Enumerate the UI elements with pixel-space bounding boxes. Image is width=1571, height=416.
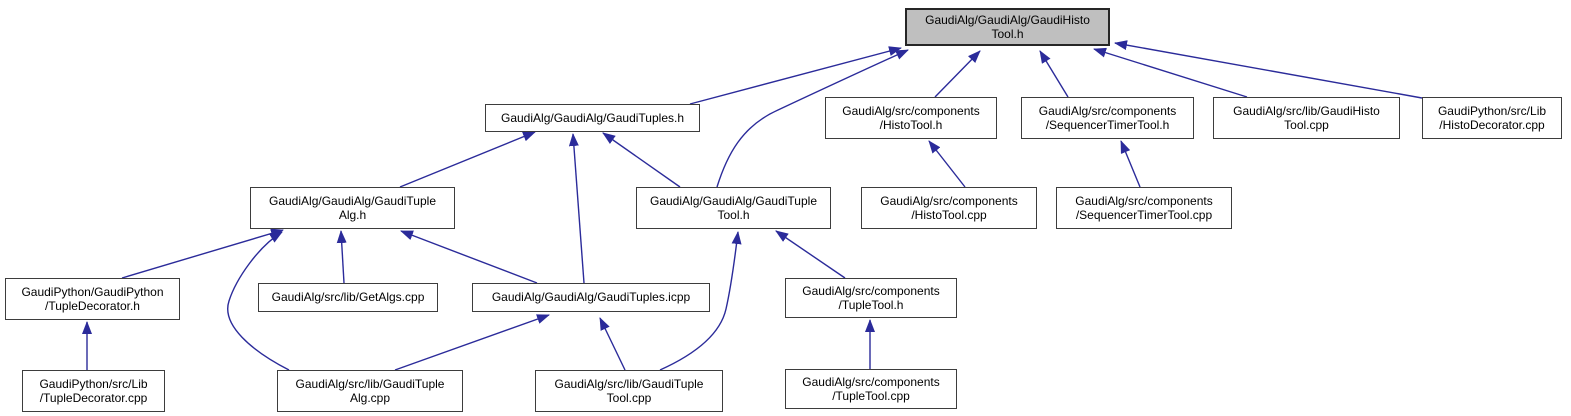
node-label: GaudiAlg/src/components /TupleTool.cpp <box>802 374 940 404</box>
node-label: GaudiAlg/src/lib/GaudiTuple Tool.cpp <box>554 376 704 406</box>
edge-gaudi-tuple-tool-cpp-to-gaudi-tuples-icpp <box>599 317 626 371</box>
node-tuple-decorator-h[interactable]: GaudiPython/GaudiPython /TupleDecorator.… <box>5 278 180 320</box>
node-label: GaudiAlg/src/components /HistoTool.cpp <box>880 193 1018 223</box>
node-label: GaudiAlg/GaudiAlg/GaudiTuple Tool.h <box>650 193 817 223</box>
node-sequencer-timer-tool-h[interactable]: GaudiAlg/src/components /SequencerTimerT… <box>1021 97 1194 139</box>
node-label: GaudiAlg/src/components /SequencerTimerT… <box>1075 193 1213 223</box>
edge-gaudi-tuple-tool-h-to-gaudi-histo-tool-h <box>716 49 909 188</box>
node-label: GaudiAlg/GaudiAlg/GaudiTuples.h <box>501 110 684 125</box>
node-gaudi-tuples-icpp[interactable]: GaudiAlg/GaudiAlg/GaudiTuples.icpp <box>472 283 710 312</box>
node-gaudi-tuple-tool-h[interactable]: GaudiAlg/GaudiAlg/GaudiTuple Tool.h <box>636 187 831 229</box>
edge-gaudi-histo-tool-cpp-to-gaudi-histo-tool-h <box>1093 47 1248 98</box>
node-label: GaudiAlg/GaudiAlg/GaudiHisto Tool.h <box>925 12 1090 42</box>
node-label: GaudiAlg/GaudiAlg/GaudiTuples.icpp <box>491 290 691 305</box>
node-histo-decorator-cpp[interactable]: GaudiPython/src/Lib /HistoDecorator.cpp <box>1422 97 1562 139</box>
edge-get-algs-cpp-to-gaudi-tuple-alg-h <box>336 230 347 284</box>
edge-gaudi-tuple-alg-cpp-to-gaudi-tuple-alg-h <box>227 231 290 371</box>
edge-histo-decorator-cpp-to-gaudi-histo-tool-h <box>1114 40 1423 99</box>
node-tuple-tool-h[interactable]: GaudiAlg/src/components /TupleTool.h <box>785 278 957 318</box>
node-tuple-tool-cpp[interactable]: GaudiAlg/src/components /TupleTool.cpp <box>785 369 957 409</box>
edge-gaudi-tuples-icpp-to-gaudi-tuples-h <box>568 133 585 284</box>
node-label: GaudiAlg/src/components /TupleTool.h <box>802 283 940 313</box>
edge-sequencer-timer-tool-cpp-to-sequencer-timer-tool-h <box>1120 140 1141 188</box>
edge-gaudi-tuples-h-to-gaudi-histo-tool-h <box>689 46 902 105</box>
node-tuple-decorator-cpp[interactable]: GaudiPython/src/Lib /TupleDecorator.cpp <box>22 370 165 412</box>
edge-histo-tool-cpp-to-histo-tool-h <box>928 140 966 188</box>
edge-histo-tool-h-to-gaudi-histo-tool-h <box>934 50 981 98</box>
node-label: GaudiAlg/src/lib/GaudiTuple Alg.cpp <box>295 376 445 406</box>
node-gaudi-histo-tool-cpp[interactable]: GaudiAlg/src/lib/GaudiHisto Tool.cpp <box>1213 97 1400 139</box>
node-label: GaudiAlg/src/components /HistoTool.h <box>842 103 980 133</box>
edge-gaudi-tuple-tool-cpp-to-gaudi-tuple-tool-h <box>659 231 742 371</box>
node-label: GaudiPython/src/Lib /TupleDecorator.cpp <box>39 376 148 406</box>
node-label: GaudiPython/src/Lib /HistoDecorator.cpp <box>1437 103 1547 133</box>
node-gaudi-tuples-h[interactable]: GaudiAlg/GaudiAlg/GaudiTuples.h <box>485 104 700 132</box>
edge-gaudi-tuple-alg-cpp-to-gaudi-tuples-icpp <box>394 314 550 371</box>
edge-gaudi-tuple-tool-h-to-gaudi-tuples-h <box>602 132 681 188</box>
node-histo-tool-h[interactable]: GaudiAlg/src/components /HistoTool.h <box>825 97 997 139</box>
node-gaudi-histo-tool-h[interactable]: GaudiAlg/GaudiAlg/GaudiHisto Tool.h <box>905 8 1110 46</box>
node-label: GaudiAlg/src/components /SequencerTimerT… <box>1038 103 1177 133</box>
node-label: GaudiAlg/src/lib/GetAlgs.cpp <box>271 290 425 305</box>
node-histo-tool-cpp[interactable]: GaudiAlg/src/components /HistoTool.cpp <box>861 187 1037 229</box>
node-gaudi-tuple-alg-cpp[interactable]: GaudiAlg/src/lib/GaudiTuple Alg.cpp <box>277 370 463 412</box>
node-gaudi-tuple-alg-h[interactable]: GaudiAlg/GaudiAlg/GaudiTuple Alg.h <box>250 187 455 229</box>
edge-gaudi-tuple-alg-h-to-gaudi-tuples-h <box>399 131 536 188</box>
node-label: GaudiAlg/src/lib/GaudiHisto Tool.cpp <box>1233 103 1380 133</box>
node-get-algs-cpp[interactable]: GaudiAlg/src/lib/GetAlgs.cpp <box>258 283 438 312</box>
edge-tuple-decorator-h-to-gaudi-tuple-alg-h <box>121 228 284 279</box>
node-label: GaudiPython/GaudiPython /TupleDecorator.… <box>21 284 164 314</box>
edge-tuple-tool-h-to-gaudi-tuple-tool-h <box>775 230 846 279</box>
node-label: GaudiAlg/GaudiAlg/GaudiTuple Alg.h <box>269 193 436 223</box>
node-gaudi-tuple-tool-cpp[interactable]: GaudiAlg/src/lib/GaudiTuple Tool.cpp <box>535 370 723 412</box>
node-sequencer-timer-tool-cpp[interactable]: GaudiAlg/src/components /SequencerTimerT… <box>1056 187 1232 229</box>
edge-gaudi-tuples-icpp-to-gaudi-tuple-alg-h <box>400 230 538 284</box>
edge-sequencer-timer-tool-h-to-gaudi-histo-tool-h <box>1039 50 1069 98</box>
